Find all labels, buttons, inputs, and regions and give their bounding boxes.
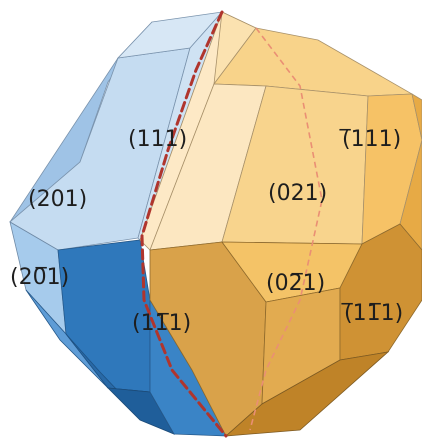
- facet-bar11bar1: [339, 223, 422, 361]
- facet-bottom-gold: [224, 351, 390, 437]
- label-bar111: (̅111): [339, 127, 402, 152]
- red-dashed-boundary: [140, 10, 228, 438]
- label-bar11bar1: (̅11̅1): [341, 301, 404, 326]
- pink-dashed-boundary: [249, 27, 323, 431]
- label-11bar1: (11̅1): [132, 311, 191, 336]
- label-021: (021): [268, 181, 327, 206]
- label-111: (111): [128, 127, 187, 152]
- label-201: (201): [28, 187, 87, 212]
- label-02bar1: (02̅1): [266, 271, 325, 296]
- label-20bar1: (20̅1): [10, 265, 69, 290]
